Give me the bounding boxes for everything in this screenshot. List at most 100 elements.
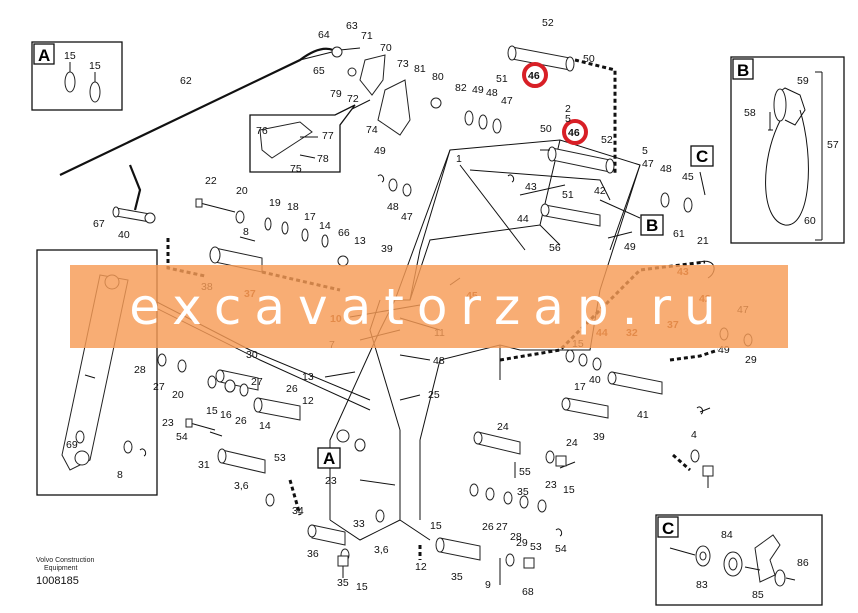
- part-label: 73: [397, 58, 409, 70]
- detail-b-part-1: 59: [797, 75, 809, 87]
- drawing-footer: Volvo Construction Equipment 1008185: [36, 557, 94, 589]
- part-label: 16: [220, 409, 232, 421]
- part-label: 41: [637, 409, 649, 421]
- inset-bracket: [259, 121, 313, 159]
- part-label: 49: [718, 344, 730, 356]
- detail-box-b: B 59 58 57 60: [730, 56, 845, 244]
- boom-lower-left: [329, 329, 381, 520]
- detail-b-part-3: 57: [827, 139, 839, 151]
- part-label: 21: [697, 235, 709, 247]
- part-label: 29: [745, 354, 757, 366]
- part-label: 51: [562, 189, 574, 201]
- pin-16: [253, 397, 301, 421]
- part-label: 62: [180, 75, 192, 87]
- part-label: 23: [545, 479, 557, 491]
- part-label: 15: [206, 405, 218, 417]
- part-label: 35: [517, 486, 529, 498]
- part-label: 35: [451, 571, 463, 583]
- svg-text:A: A: [323, 449, 335, 468]
- part-label: 68: [522, 586, 534, 598]
- part-label: 80: [432, 71, 444, 83]
- pin-33: [307, 524, 346, 546]
- part-label: 13: [302, 371, 314, 383]
- part-label: 3,6: [374, 544, 389, 556]
- part-label: 23: [162, 417, 174, 429]
- svg-text:46: 46: [528, 70, 540, 82]
- part-label: 78: [317, 153, 329, 165]
- highlight-ring-46-mid: [562, 119, 588, 145]
- clips: [377, 174, 704, 537]
- detail-b-letter: B: [737, 61, 749, 80]
- part-label: 29: [516, 537, 528, 549]
- part-label: 44: [517, 213, 529, 225]
- part-label: 64: [318, 29, 330, 41]
- part-label: 28: [510, 531, 522, 543]
- part-label: 31: [198, 459, 210, 471]
- part-label: 70: [380, 42, 392, 54]
- part-label: 42: [594, 185, 606, 197]
- part-label: 34: [292, 505, 304, 517]
- part-label: 17: [304, 211, 316, 223]
- lock-pin-59: [774, 87, 806, 126]
- pin-41: [561, 397, 609, 419]
- part-label: 39: [593, 431, 605, 443]
- part-label: 36: [307, 548, 319, 560]
- part-label: 52: [542, 17, 554, 29]
- detail-c-part-4: 85: [752, 589, 764, 601]
- part-label: 35: [337, 577, 349, 589]
- part-label: 74: [366, 124, 378, 136]
- part-label: 5: [565, 113, 571, 125]
- part-label: 25: [428, 389, 440, 401]
- callout-letters: C B A: [317, 145, 714, 469]
- watermark-band: [70, 265, 788, 348]
- part-label: 81: [414, 63, 426, 75]
- part-label: 72: [347, 93, 359, 105]
- detail-c-part-1: 84: [721, 529, 733, 541]
- wire-loop-60: [765, 109, 809, 226]
- detail-box-a: A 15 15: [31, 41, 123, 111]
- part-label: 63: [346, 20, 358, 32]
- callout-b: B: [640, 214, 664, 236]
- pin-17-left: [215, 369, 259, 391]
- part-label: 14: [319, 220, 331, 232]
- part-label: 53: [274, 452, 286, 464]
- pin-52-mid: [547, 146, 615, 174]
- part-label: 48: [486, 87, 498, 99]
- detail-c-part-3: 83: [696, 579, 708, 591]
- bracket-73: [377, 79, 411, 136]
- svg-text:C: C: [696, 147, 708, 166]
- callout-c: C: [690, 145, 714, 167]
- part-label: 56: [549, 242, 561, 254]
- part-label: 49: [374, 145, 386, 157]
- part-label: 20: [172, 389, 184, 401]
- part-label: 43: [525, 181, 537, 193]
- part-label: 45: [682, 171, 694, 183]
- detail-a-letter: A: [38, 46, 50, 65]
- svg-text:B: B: [646, 216, 658, 235]
- part-label: 49: [624, 241, 636, 253]
- part-label: 17: [574, 381, 586, 393]
- part-label: 53: [530, 541, 542, 553]
- highlight-rings: 46 46: [522, 62, 588, 145]
- part-label: 13: [354, 235, 366, 247]
- part-label: 19: [269, 197, 281, 209]
- part-label: 23: [325, 475, 337, 487]
- part-label: 47: [401, 211, 413, 223]
- pin-52-top: [507, 45, 575, 72]
- part-label: 27: [153, 381, 165, 393]
- part-label: 26: [286, 383, 298, 395]
- part-label: 27: [251, 376, 263, 388]
- part-label: 39: [381, 243, 393, 255]
- part-label: 50: [540, 123, 552, 135]
- part-label: 77: [322, 130, 334, 142]
- part-label: 48: [387, 201, 399, 213]
- bolts: [185, 137, 715, 585]
- part-label: 48: [660, 163, 672, 175]
- part-label: 2: [565, 103, 571, 115]
- footer-equipment: Equipment: [44, 565, 78, 572]
- part-label: 24: [566, 437, 578, 449]
- detail-b-part-2: 58: [744, 107, 756, 119]
- part-label: 26: [482, 521, 494, 533]
- callout-a: A: [317, 447, 341, 469]
- part-label: 5: [642, 145, 648, 157]
